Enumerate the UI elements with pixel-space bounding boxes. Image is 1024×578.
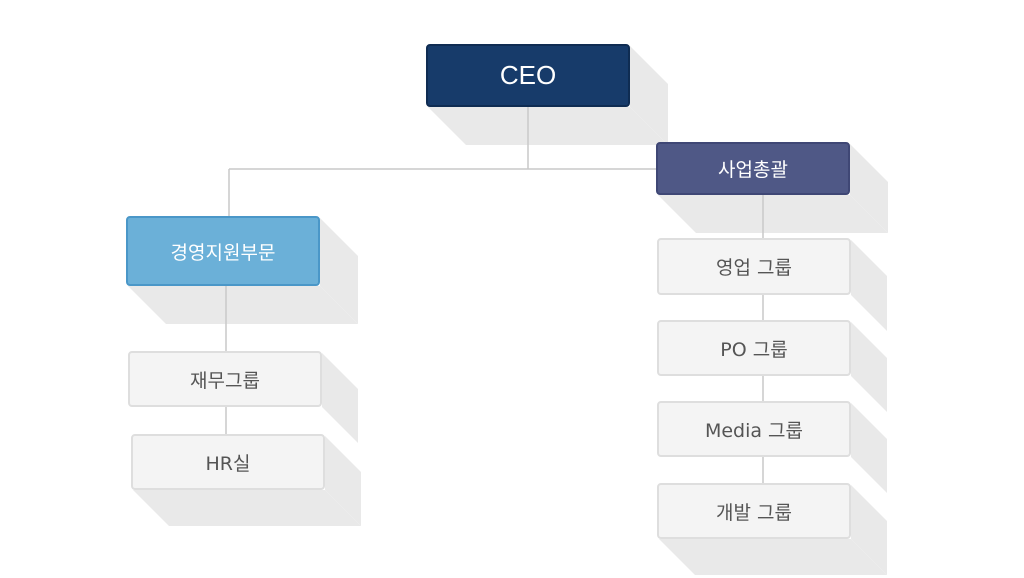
ceo-label: CEO xyxy=(499,60,557,90)
po-shadow xyxy=(851,322,887,412)
po-group-label: PO 그룹 xyxy=(720,338,788,361)
ceo-node: CEO xyxy=(426,44,630,107)
hr-office-node: HR실 xyxy=(131,434,325,490)
dev-shadow-bottom xyxy=(659,539,887,575)
business-shadow-bottom xyxy=(658,195,888,233)
dev-group-node: 개발 그룹 xyxy=(657,483,851,539)
finance-shadow xyxy=(322,353,358,443)
ceo-shadow-bottom xyxy=(428,107,668,145)
media-shadow xyxy=(851,403,887,493)
hr-shadow xyxy=(325,436,361,526)
sales-group-label: 영업 그룹 xyxy=(716,257,792,279)
media-group-label: Media 그룹 xyxy=(704,419,804,442)
finance-group-label: 재무그룹 xyxy=(190,369,260,392)
ceo-shadow xyxy=(630,46,668,145)
business-division-node: 사업총괄 xyxy=(656,142,850,195)
management-division-node: 경영지원부문 xyxy=(126,216,320,286)
po-group-node: PO 그룹 xyxy=(657,320,851,376)
management-division-label: 경영지원부문 xyxy=(170,241,276,264)
finance-group-node: 재무그룹 xyxy=(128,351,322,407)
dev-group-label: 개발 그룹 xyxy=(716,501,792,524)
sales-shadow xyxy=(851,240,887,331)
management-shadow-bottom xyxy=(128,286,358,324)
management-shadow xyxy=(320,218,358,324)
hr-office-label: HR실 xyxy=(205,452,251,475)
media-group-node: Media 그룹 xyxy=(657,401,851,457)
business-shadow xyxy=(850,144,888,233)
sales-group-node: 영업 그룹 xyxy=(657,238,851,295)
dev-shadow xyxy=(851,485,887,575)
hr-shadow-bottom xyxy=(133,490,361,526)
business-division-label: 사업총괄 xyxy=(718,159,788,181)
